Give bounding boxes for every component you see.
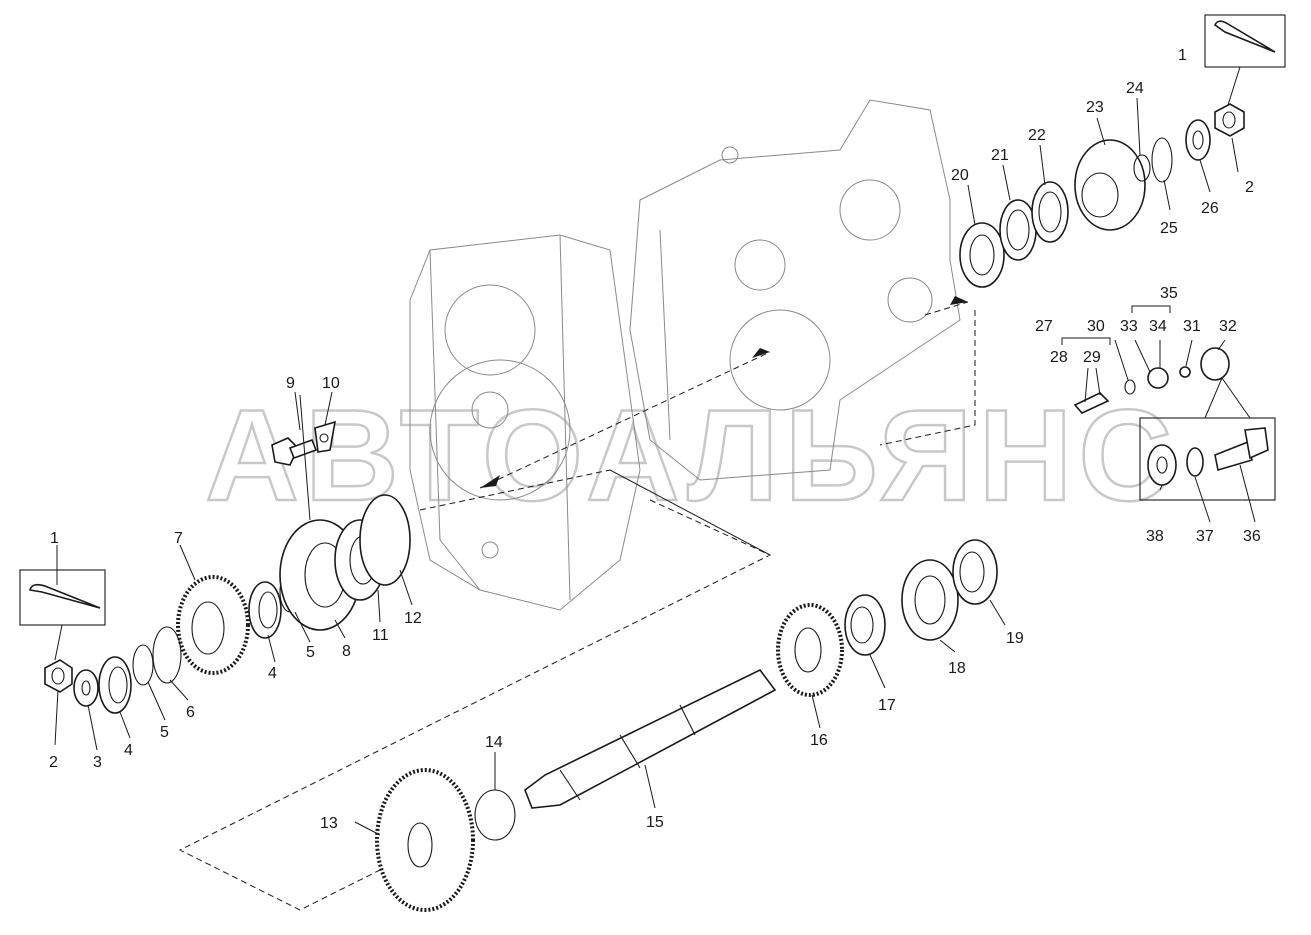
part-4-bearing-mid bbox=[248, 581, 282, 639]
part-24-o-ring bbox=[1133, 154, 1151, 182]
part-10-lock-plate bbox=[314, 420, 337, 453]
part-14-ring bbox=[474, 789, 516, 841]
callout-7: 7 bbox=[174, 530, 183, 547]
callout-25: 25 bbox=[1160, 220, 1178, 237]
part-9-bolt bbox=[271, 437, 318, 466]
callout-21: 21 bbox=[991, 147, 1009, 164]
part-19-roller-bearing bbox=[952, 539, 998, 605]
assembly-dashed-lines bbox=[178, 296, 976, 911]
part-5-ring-left bbox=[132, 644, 154, 686]
callout-5: 5 bbox=[306, 644, 315, 661]
callout-17: 17 bbox=[878, 697, 896, 714]
part-1-cotter-pin-left bbox=[19, 569, 106, 661]
callout-19: 19 bbox=[1006, 630, 1024, 647]
callout-33: 33 bbox=[1120, 318, 1138, 335]
callout-4: 4 bbox=[268, 665, 277, 682]
part-13-large-gear bbox=[375, 768, 475, 912]
callout-2: 2 bbox=[1245, 179, 1254, 196]
watermark: АВТОАЛЬЯНС bbox=[205, 382, 1178, 528]
part-18-bearing bbox=[901, 559, 959, 641]
part-17-sleeve bbox=[844, 594, 886, 656]
callout-20: 20 bbox=[951, 167, 969, 184]
callout-30: 30 bbox=[1087, 318, 1105, 335]
callout-24: 24 bbox=[1126, 80, 1144, 97]
callout-12: 12 bbox=[404, 610, 422, 627]
callout-14: 14 bbox=[485, 734, 503, 751]
callout-18: 18 bbox=[948, 660, 966, 677]
callout-9: 9 bbox=[286, 375, 295, 392]
callout-6: 6 bbox=[186, 704, 195, 721]
part-2-castle-nut-left bbox=[44, 659, 73, 693]
front-housing-outline bbox=[629, 99, 961, 481]
callout-22: 22 bbox=[1028, 127, 1046, 144]
part-2-castle-nut-right bbox=[1214, 103, 1245, 137]
part-23-output-flange bbox=[1074, 139, 1146, 231]
part-20-seal bbox=[959, 222, 1005, 288]
callout-36: 36 bbox=[1243, 528, 1261, 545]
callout-11: 11 bbox=[372, 627, 389, 644]
callout-labels: 1 1 2 2 3 4 4 5 5 6 7 8 9 10 11 12 13 14… bbox=[49, 47, 1261, 832]
callout-34: 34 bbox=[1149, 318, 1167, 335]
part-7-gear bbox=[176, 575, 250, 675]
part-12-cover bbox=[359, 494, 411, 586]
part-21-seal bbox=[999, 199, 1037, 261]
part-15-splined-shaft bbox=[524, 668, 777, 809]
part-3-washer bbox=[73, 669, 99, 707]
leader-lines bbox=[54, 97, 1256, 836]
callout-4: 4 bbox=[124, 742, 133, 759]
callout-16: 16 bbox=[810, 732, 828, 749]
part-33-34-fitting bbox=[1147, 367, 1169, 389]
part-25-ring bbox=[1151, 137, 1173, 183]
part-6-circlip bbox=[152, 626, 182, 684]
part-16-gear bbox=[776, 603, 844, 697]
callout-27: 27 bbox=[1035, 318, 1053, 335]
part-1-cotter-pin-right bbox=[1204, 14, 1286, 106]
callout-3: 3 bbox=[93, 754, 102, 771]
callout-38: 38 bbox=[1146, 528, 1164, 545]
callout-15: 15 bbox=[646, 814, 664, 831]
part-32-plug bbox=[1200, 347, 1251, 419]
part-30-washer bbox=[1124, 379, 1136, 395]
part-4-bearing-left bbox=[98, 656, 132, 714]
callout-28: 28 bbox=[1050, 349, 1068, 366]
rear-housing-outline bbox=[409, 234, 641, 611]
callout-13: 13 bbox=[320, 815, 338, 832]
callout-5: 5 bbox=[160, 724, 169, 741]
parts-36-38-inset bbox=[1139, 417, 1276, 501]
callout-1: 1 bbox=[1178, 47, 1187, 64]
part-31-nut bbox=[1179, 366, 1191, 378]
callout-32: 32 bbox=[1219, 318, 1237, 335]
callout-23: 23 bbox=[1086, 99, 1104, 116]
part-26-washer bbox=[1185, 119, 1211, 161]
callout-1: 1 bbox=[50, 530, 59, 547]
part-28-29-sensor bbox=[1073, 392, 1110, 414]
callout-35: 35 bbox=[1160, 285, 1178, 302]
callout-26: 26 bbox=[1201, 200, 1219, 217]
callout-37: 37 bbox=[1196, 528, 1214, 545]
callout-8: 8 bbox=[342, 643, 351, 660]
callout-2: 2 bbox=[49, 754, 58, 771]
callout-31: 31 bbox=[1183, 318, 1201, 335]
callout-10: 10 bbox=[322, 375, 340, 392]
part-22-seal bbox=[1031, 181, 1069, 243]
callout-29: 29 bbox=[1083, 349, 1101, 366]
